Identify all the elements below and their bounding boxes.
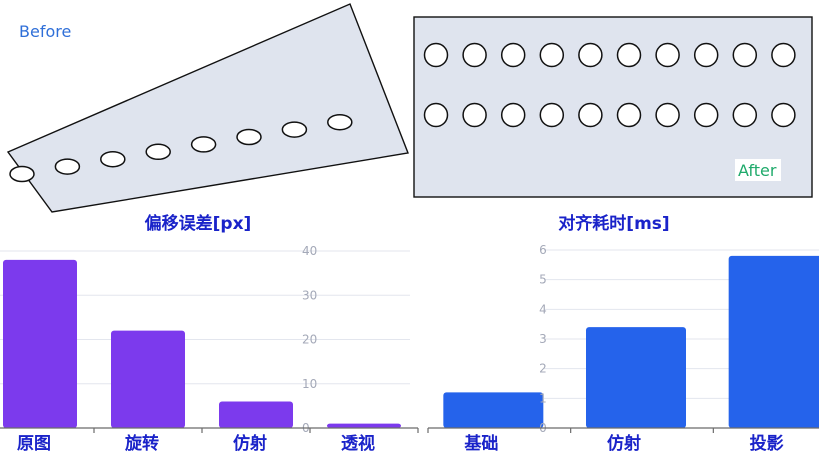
x-tick-label: 基础 — [463, 433, 498, 454]
after-label: After — [738, 161, 777, 180]
chart1-x-tick-labels: 原图 旋转 仿射 透视 — [16, 432, 377, 456]
before-hole — [327, 113, 353, 131]
after-illustration: After — [413, 16, 813, 198]
chart1-title: 偏移误差[px] — [145, 213, 252, 234]
before-hole — [236, 128, 262, 146]
after-hole — [616, 42, 642, 68]
y-tick-label: 5 — [539, 273, 547, 287]
before-hole — [9, 165, 35, 183]
chart2-title: 对齐耗时[ms] — [558, 213, 669, 234]
x-tick-label: 投影 — [750, 433, 784, 454]
y-tick-label: 1 — [539, 391, 547, 405]
x-tick-label: 仿射 — [233, 433, 267, 454]
x-tick-label: 仿射 — [607, 433, 641, 454]
chart1-bars — [3, 259, 401, 428]
after-hole — [423, 42, 449, 68]
bar — [219, 401, 293, 428]
after-hole — [693, 42, 719, 68]
after-hole — [578, 42, 603, 68]
before-label: Before — [19, 22, 71, 41]
after-label-bg — [735, 159, 781, 181]
after-hole — [732, 102, 758, 128]
after-hole — [462, 102, 487, 128]
bar — [728, 255, 819, 428]
chart2-x-axis — [427, 427, 819, 433]
before-hole — [190, 136, 217, 153]
after-hole — [539, 102, 565, 128]
chart2-x-tick-labels: 基础 仿射 投影 — [462, 432, 785, 456]
after-hole — [655, 42, 680, 68]
x-tick-label: 旋转 — [124, 433, 159, 454]
y-tick-label: 30 — [302, 288, 317, 302]
after-hole — [732, 42, 758, 68]
bar — [327, 423, 401, 428]
after-hole — [423, 102, 449, 128]
before-illustration: Before — [6, 3, 409, 213]
y-tick-label: 40 — [302, 244, 317, 258]
before-hole — [100, 150, 126, 168]
x-tick-label: 原图 — [17, 434, 51, 454]
after-hole — [462, 42, 487, 68]
bar — [111, 330, 185, 428]
after-hole — [616, 102, 642, 128]
after-hole — [693, 102, 719, 128]
y-tick-label: 3 — [539, 332, 547, 346]
bar — [3, 259, 77, 428]
offset-error-chart: 010203040 原图旋转仿射透视 偏移误差[px] — [0, 212, 419, 456]
x-tick-label: 透视 — [341, 433, 375, 454]
before-hole — [145, 143, 171, 161]
before-holes — [9, 113, 353, 183]
after-hole — [539, 42, 565, 68]
after-hole — [578, 102, 603, 128]
y-tick-label: 6 — [539, 243, 547, 257]
before-hole — [281, 121, 308, 138]
alignment-time-chart: 0123456 基础仿射投影 对齐耗时[ms] — [427, 212, 819, 456]
bar — [443, 392, 544, 428]
after-hole — [500, 42, 526, 68]
after-hole — [771, 42, 796, 68]
after-hole — [500, 102, 526, 128]
chart1-x-axis — [0, 427, 419, 433]
y-tick-label: 20 — [302, 333, 317, 347]
after-hole — [655, 102, 680, 128]
before-hole — [54, 158, 81, 175]
after-hole — [771, 102, 796, 128]
y-tick-label: 4 — [539, 302, 547, 316]
y-tick-label: 2 — [539, 362, 547, 376]
y-tick-label: 10 — [302, 377, 317, 391]
bar — [586, 327, 686, 428]
chart2-bars — [443, 255, 819, 428]
after-holes — [423, 42, 796, 128]
